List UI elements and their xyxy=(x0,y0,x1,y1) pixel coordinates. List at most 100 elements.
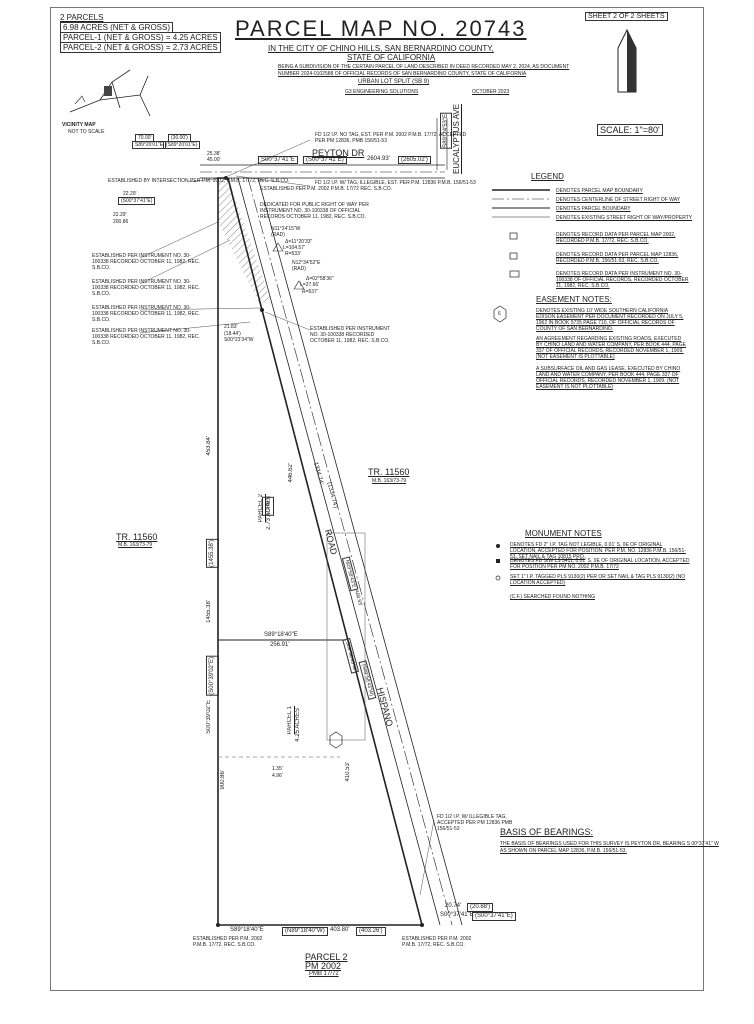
tract-west-ref: M.B. 163/73-79 xyxy=(118,542,153,548)
callout-c8: ESTABLISHED PER INSTRUMENT NO. 30-100338… xyxy=(310,326,390,344)
peyton-bearing-rec: (S00°37'41"E) xyxy=(303,156,347,164)
callout-c6: ESTABLISHED PER INSTRUMENT NO. 30-100338… xyxy=(92,305,200,323)
west-bearing: S00°39'02"E xyxy=(206,700,212,734)
curve3: N12°34'52"E xyxy=(292,260,321,266)
vicinity-sub: NOT TO SCALE xyxy=(68,129,105,135)
mid6: 4.96' xyxy=(272,773,283,779)
basis-text-2: AS SHOWN ON PARCEL MAP 12836, P.M.B. 156… xyxy=(500,848,627,854)
legend-item-2: DENOTES CENTERLINE OF STREET RIGHT OF WA… xyxy=(556,197,680,203)
sheet-number: SHEET 2 OF 2 SHEETS xyxy=(585,12,668,21)
easement-note-1: DENOTES EXISTING 10' WIDE SOUTHERN CALIF… xyxy=(536,308,684,332)
bottom-dist-rec: (403.26') xyxy=(356,927,386,936)
west-lower2: 453.84' xyxy=(206,436,212,456)
acres-parcel2: PARCEL-2 (NET & GROSS) = 2.73 ACRES xyxy=(60,42,221,53)
interior-dist: 256.91' xyxy=(270,642,290,648)
curve4: Δ=02°58'36" xyxy=(306,276,334,282)
corner3: 22.29' xyxy=(113,212,127,218)
tract-west: TR. 11560 xyxy=(116,532,158,542)
easement-note-3: A SUBSURFACE OIL AND GAS LEASE, EXECUTED… xyxy=(536,366,681,390)
monument-note-2: DENOTES FD S/W LS 5411, 0.01' S. 0E OF O… xyxy=(510,558,690,570)
legend-item-1: DENOTES PARCEL MAP BOUNDARY xyxy=(556,188,643,194)
mid2: (71.83') xyxy=(262,497,274,516)
basis-title: BASIS OF BEARINGS: xyxy=(500,827,594,837)
legend-item-7: DENOTES RECORD DATA PER INSTRUMENT NO. 3… xyxy=(556,271,689,289)
left3: S00°23'34"W xyxy=(224,337,254,343)
corner3b: 200.86 xyxy=(113,219,129,225)
being-line-1: BEING A SUBDIVISION OF THE CERTAIN PARCE… xyxy=(278,64,570,70)
mid4: 410.53' xyxy=(345,762,351,782)
west-dist: 1455.38' xyxy=(206,600,212,623)
bottom-pmb: PMB 17/72 xyxy=(309,971,339,977)
callout-c1: ESTABLISHED BY INTERSECTION PER P.M. 200… xyxy=(108,178,290,184)
curve4c: R=537' xyxy=(302,289,318,295)
callout-c9: FD 1/2 I.P. W/ ILLEGIBLE TAG, ACCEPTED P… xyxy=(437,814,513,832)
scale-label: SCALE: 1"=80' xyxy=(597,124,663,136)
bottom-parcel: PARCEL 2 xyxy=(305,952,348,962)
date: OCTOBER 2023 xyxy=(472,89,510,95)
easement-note-2: AN AGREEMENT REGARDING EXISTING ROADS, E… xyxy=(536,336,686,360)
corner2: 22.29' xyxy=(123,191,137,197)
corner1b: 45.00' xyxy=(207,157,221,163)
legend-item-4: DENOTES EXISTING STREET RIGHT OF WAY/PRO… xyxy=(556,215,693,221)
engineer: G3 ENGINEERING SOLUTIONS xyxy=(345,89,419,95)
lower-right2: S00°37'41"E xyxy=(440,912,474,918)
page-title: PARCEL MAP NO. 20743 xyxy=(235,16,527,41)
peyton-dist: 2604.93' xyxy=(367,156,390,162)
tract-east: TR. 11560 xyxy=(368,467,410,477)
monument-note-3: SET 1" I.P. TAGGED PLS 9130(2) PER OR SE… xyxy=(510,574,686,586)
corner2b: (S00°37'41"E) xyxy=(118,197,156,205)
bottom-dist: 403.80' xyxy=(330,927,350,933)
curve2b: L=104.57' xyxy=(283,245,305,251)
interior-bearing: S89°18'40"E xyxy=(264,632,298,638)
vicinity-label: VICINITY MAP xyxy=(62,122,96,128)
callout-top-center: FD 1/2 I.P. NO TAG, EST. PER P.M. 2002 P… xyxy=(315,132,467,138)
parcel1-acres: 4.25 ACRES xyxy=(295,708,301,742)
top-rec1: S89°20'01"E xyxy=(132,141,167,149)
callout-c2: ESTABLISHED PER P.M. 2002 P.M.B. 17/72 R… xyxy=(260,186,392,192)
left1: 21.83' xyxy=(224,324,238,330)
legend-item-6: DENOTES RECORD DATA PER PARCEL MAP 12836… xyxy=(556,252,679,264)
west-lower: 900.86' xyxy=(220,770,226,790)
monument-title: MONUMENT NOTES xyxy=(525,529,602,538)
curve4b: L=27.66' xyxy=(300,282,320,288)
monument-note-4: (C.F.) SEARCHED FOUND NOTHING xyxy=(510,594,595,600)
callout-c3: DEDICATED FOR PUBLIC RIGHT OF WAY PER IN… xyxy=(260,202,369,220)
west-dist-rec: (1455.38') xyxy=(206,539,219,568)
curve1b: (RAD) xyxy=(271,232,285,238)
easement-symbol: 6 xyxy=(498,311,501,317)
callout-c10: ESTABLISHED PER P.M. 2002 P.M.B. 17/72, … xyxy=(193,936,263,948)
lower-right1b: (20.88') xyxy=(467,903,494,912)
eucalyptus-bearing: S89°24'53"E xyxy=(440,113,452,149)
peyton-dist-rec: (2605.02') xyxy=(398,156,431,164)
curve1: N11°24'15"W xyxy=(271,226,301,232)
callout-c4: ESTABLISHED PER INSTRUMENT NO. 30-100338… xyxy=(92,253,200,271)
lower-right2b: (S00°37'41"E) xyxy=(472,912,516,921)
top-rec2: (S89°20'01"E) xyxy=(163,141,201,149)
legend-title: LEGEND xyxy=(531,172,564,181)
left2: (18.44') xyxy=(224,331,241,337)
curve2: Δ=11°20'33" xyxy=(285,239,313,245)
parcel1-label: PARCEL 1 xyxy=(287,706,293,735)
parcel-count: 2 PARCELS xyxy=(60,13,104,22)
callout-c7: ESTABLISHED PER INSTRUMENT NO. 30-100338… xyxy=(92,328,200,346)
legend-item-5: DENOTES RECORD DATA PER PARCEL MAP 2002,… xyxy=(556,232,676,244)
tract-east-ref: M.B. 163/73-79 xyxy=(372,478,407,484)
west-bearing-rec: (S00°39'02"E) xyxy=(206,656,219,696)
easement-title: EASEMENT NOTES: xyxy=(536,295,612,304)
callout-top-center-2: PER PM 12836, PMB 156/51-53 xyxy=(315,138,387,144)
bottom-bearing-rec: (N89°18'40"W) xyxy=(282,927,328,936)
corner1: 25.38' xyxy=(207,151,221,157)
mid1: 446.62' xyxy=(288,463,294,483)
street-eucalyptus: EUCALYPTUS AVE xyxy=(452,104,461,174)
lower-right1: 20.74' xyxy=(445,903,462,909)
subtitle-city: IN THE CITY OF CHINO HILLS, SAN BERNARDI… xyxy=(268,44,494,53)
curve3b: (RAD) xyxy=(292,266,306,272)
street-peyton: PEYTON DR xyxy=(312,148,365,158)
being-line-2: NUMBER 2024-0102588 OF OFFICIAL RECORDS … xyxy=(278,71,527,77)
curve2c: R=533' xyxy=(285,251,301,257)
monument-note-1: DENOTES FD 2" I.P. TAG NOT LEGIBLE, 0.01… xyxy=(510,542,686,560)
north-label: NORTH xyxy=(620,52,627,77)
basis-text-1: THE BASIS OF BEARINGS USED FOR THIS SURV… xyxy=(500,841,719,847)
callout-c5: ESTABLISHED PER INSTRUMENT NO. 30-100338… xyxy=(92,279,200,297)
legend-item-3: DENOTES PARCEL BOUNDARY xyxy=(556,206,631,212)
